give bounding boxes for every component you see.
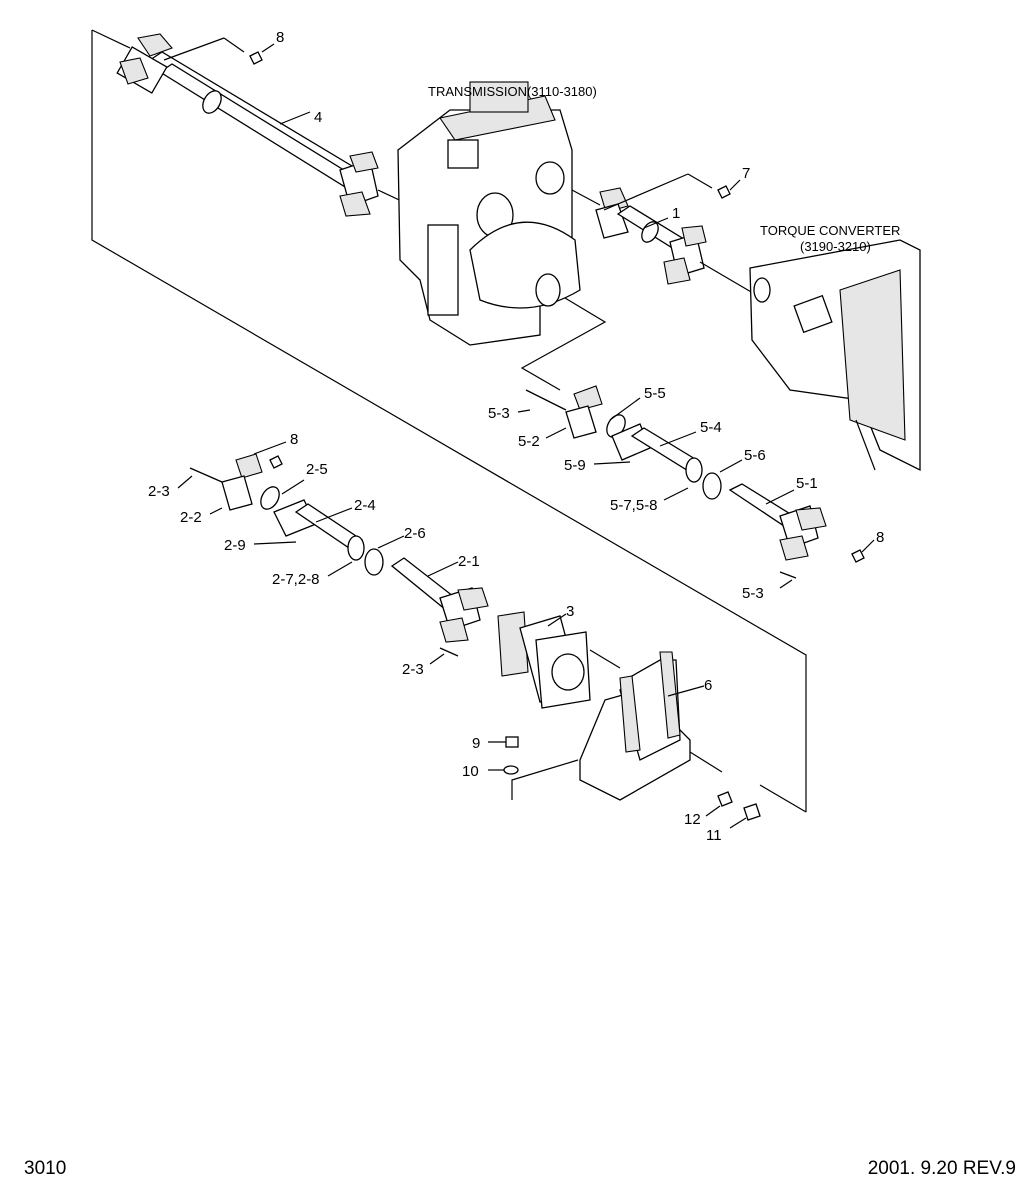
shaft-group-2 [221, 453, 489, 643]
callout-5-4: 5-4 [700, 419, 722, 436]
callout-5-5: 5-5 [644, 385, 666, 402]
callout-5-1: 5-1 [796, 475, 818, 492]
callout-2-3-a: 2-3 [148, 483, 170, 500]
revision-date: 2001. 9.20 REV.9 [868, 1158, 1016, 1179]
callout-1: 1 [672, 205, 680, 222]
callout-4: 4 [314, 109, 322, 126]
callout-2-1: 2-1 [458, 553, 480, 570]
callout-2-7-2-8: 2-7,2-8 [272, 571, 320, 588]
callout-2-6: 2-6 [404, 525, 426, 542]
drive-shaft-1 [595, 187, 759, 297]
transmission-title: TRANSMISSION(3110-3180) [428, 84, 597, 99]
leader-transmission-to-5 [520, 297, 607, 391]
torque-converter-housing [749, 239, 921, 472]
frame-lines [91, 29, 807, 813]
shaft-group-5 [565, 385, 827, 561]
callout-8-top: 8 [276, 29, 284, 46]
callout-8-mid: 8 [290, 431, 298, 448]
leader-lines [163, 37, 875, 829]
callout-5-9: 5-9 [564, 457, 586, 474]
callout-5-7-5-8: 5-7,5-8 [610, 497, 658, 514]
torque-converter-title: TORQUE CONVERTER [760, 223, 900, 238]
drive-shaft-4 [116, 33, 411, 217]
callout-2-3-b: 2-3 [402, 661, 424, 678]
callout-2-2: 2-2 [180, 509, 202, 526]
callout-5-3-a: 5-3 [488, 405, 510, 422]
callout-5-3-b: 5-3 [742, 585, 764, 602]
callout-2-9: 2-9 [224, 537, 246, 554]
callout-2-5: 2-5 [306, 461, 328, 478]
support-bracket-6 [579, 651, 723, 801]
callout-3: 3 [566, 603, 574, 620]
callout-7: 7 [742, 165, 750, 182]
torque-converter-range: (3190-3210) [800, 239, 871, 254]
callout-8-right: 8 [876, 529, 884, 546]
callout-9: 9 [472, 735, 480, 752]
transmission-housing [397, 81, 601, 346]
callout-5-6: 5-6 [744, 447, 766, 464]
callout-10: 10 [462, 763, 479, 780]
callout-12: 12 [684, 811, 701, 828]
callout-5-2: 5-2 [518, 433, 540, 450]
callout-11: 11 [706, 827, 722, 844]
page-number: 3010 [24, 1158, 66, 1179]
callout-6: 6 [704, 677, 712, 694]
center-bearing-3 [497, 611, 621, 709]
fasteners [189, 51, 865, 821]
callout-2-4: 2-4 [354, 497, 376, 514]
